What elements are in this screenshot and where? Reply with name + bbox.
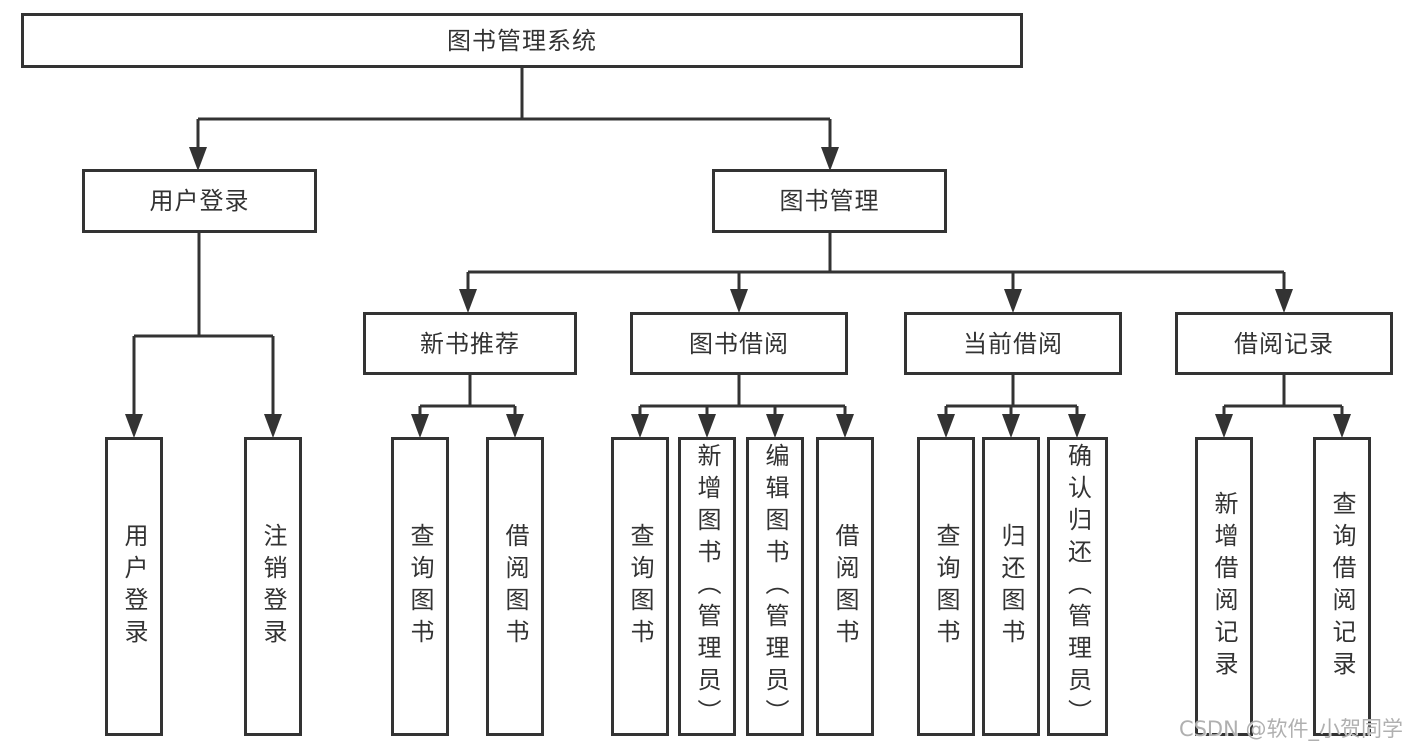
node-label: 新增图书（管理员） [693, 442, 721, 731]
edges-current-borrowing-to-leaves [937, 375, 1086, 438]
leaf-query-books-recommend: 查询图书 [391, 437, 449, 736]
edges-root-to-level2 [189, 68, 839, 171]
node-label: 新书推荐 [420, 329, 520, 358]
node-label: 查询图书 [626, 522, 654, 651]
node-label: 归还图书 [997, 522, 1025, 651]
edges-book-management-to-level3 [459, 233, 1293, 313]
csdn-watermark: CSDN @软件_小贺同学 [1178, 717, 1403, 741]
node-borrowing-records: 借阅记录 [1175, 312, 1393, 375]
leaf-query-borrowing-record: 查询借阅记录 [1313, 437, 1371, 736]
leaf-add-borrowing-record: 新增借阅记录 [1195, 437, 1253, 736]
node-book-management: 图书管理 [712, 169, 947, 233]
node-label: 用户登录 [120, 522, 148, 651]
node-label: 查询图书 [406, 522, 434, 651]
node-label: 新增借阅记录 [1210, 490, 1238, 683]
node-label: 确认归还（管理员） [1063, 442, 1092, 731]
node-label: 借阅记录 [1234, 329, 1334, 358]
edges-book-borrowing-to-leaves [631, 375, 854, 438]
node-label: 图书借阅 [689, 329, 789, 358]
leaf-query-books-borrowing: 查询图书 [611, 437, 669, 736]
node-label: 查询借阅记录 [1328, 490, 1356, 683]
node-new-book-recommend: 新书推荐 [363, 312, 577, 375]
leaf-borrow-books-recommend: 借阅图书 [486, 437, 544, 736]
leaf-user-login: 用户登录 [105, 437, 163, 736]
node-label: 借阅图书 [501, 522, 529, 651]
leaf-borrow-books-borrowing: 借阅图书 [816, 437, 874, 736]
node-current-borrowing: 当前借阅 [904, 312, 1122, 375]
edges-new-book-recommend-to-leaves [411, 375, 524, 438]
edges-borrowing-records-to-leaves [1215, 375, 1351, 438]
node-label: 编辑图书（管理员） [761, 442, 789, 731]
node-label: 当前借阅 [963, 329, 1063, 358]
node-label: 图书管理系统 [447, 26, 597, 55]
leaf-return-books: 归还图书 [982, 437, 1040, 736]
node-label: 借阅图书 [831, 522, 859, 651]
leaf-query-books-current: 查询图书 [917, 437, 975, 736]
leaf-logout: 注销登录 [244, 437, 302, 736]
node-book-borrowing: 图书借阅 [630, 312, 848, 375]
leaf-edit-books-admin: 编辑图书（管理员） [746, 437, 804, 736]
node-user-login: 用户登录 [82, 169, 317, 233]
node-label: 注销登录 [259, 522, 287, 651]
leaf-add-books-admin: 新增图书（管理员） [678, 437, 736, 736]
node-label: 用户登录 [149, 187, 250, 215]
node-library-management-system: 图书管理系统 [21, 13, 1023, 68]
leaf-confirm-return-admin: 确认归还（管理员） [1047, 437, 1108, 736]
node-label: 查询图书 [932, 522, 960, 651]
node-label: 图书管理 [779, 187, 880, 215]
edges-user-login-to-leaves [125, 233, 282, 438]
